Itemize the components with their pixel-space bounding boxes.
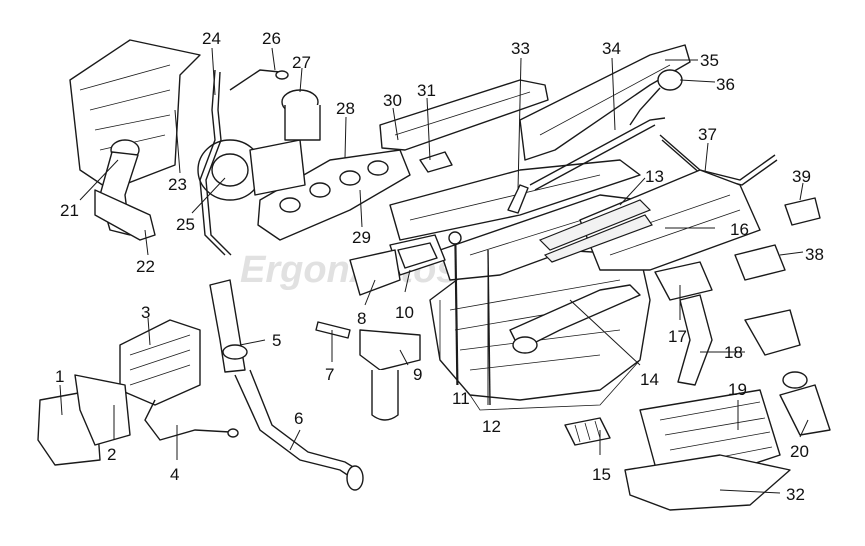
stud-11 bbox=[448, 231, 462, 386]
callout-31: 31 bbox=[417, 81, 436, 100]
gasket-10 bbox=[389, 234, 446, 276]
callout-38: 38 bbox=[805, 245, 824, 264]
exhaust-manifold-28 bbox=[257, 149, 411, 241]
pipe-5 bbox=[209, 279, 248, 373]
callout-14: 14 bbox=[640, 370, 659, 389]
callout-33: 33 bbox=[511, 39, 530, 58]
pipe-6 bbox=[234, 369, 364, 491]
hose-18 bbox=[677, 294, 713, 386]
callout-1: 1 bbox=[55, 367, 64, 386]
callout-labels: 1234567891011121314151617181920212223242… bbox=[55, 29, 824, 504]
part-17 bbox=[654, 261, 713, 301]
bolt-7 bbox=[315, 321, 351, 339]
callout-10: 10 bbox=[395, 303, 414, 322]
callout-13: 13 bbox=[645, 167, 664, 186]
callout-24: 24 bbox=[202, 29, 221, 48]
callout-6: 6 bbox=[294, 409, 303, 428]
callout-5: 5 bbox=[272, 331, 281, 350]
callout-22: 22 bbox=[136, 257, 155, 276]
heat-shield-23 bbox=[69, 39, 201, 191]
callout-8: 8 bbox=[357, 309, 366, 328]
oil-filter-9 bbox=[359, 329, 421, 421]
callout-23: 23 bbox=[168, 175, 187, 194]
fuel-rail-34 bbox=[529, 117, 666, 191]
callout-2: 2 bbox=[107, 445, 116, 464]
callout-25: 25 bbox=[176, 215, 195, 234]
callout-21: 21 bbox=[60, 201, 79, 220]
bracket-20 bbox=[779, 371, 831, 436]
pipe-24 bbox=[199, 69, 232, 256]
callout-9: 9 bbox=[413, 365, 422, 384]
callout-29: 29 bbox=[352, 228, 371, 247]
callout-16: 16 bbox=[730, 220, 749, 239]
sensor-38 bbox=[734, 244, 786, 281]
callout-28: 28 bbox=[336, 99, 355, 118]
callout-18: 18 bbox=[724, 343, 743, 362]
gasket-near-18 bbox=[744, 309, 801, 356]
callout-37: 37 bbox=[698, 125, 717, 144]
callout-4: 4 bbox=[170, 465, 179, 484]
hose-26 bbox=[229, 69, 289, 91]
wastegate-27 bbox=[281, 89, 321, 141]
callout-12: 12 bbox=[482, 417, 501, 436]
intercooler-19 bbox=[639, 389, 781, 481]
flange-8 bbox=[349, 249, 401, 296]
callout-39: 39 bbox=[792, 167, 811, 186]
part-31 bbox=[419, 151, 453, 173]
injector-33 bbox=[507, 184, 529, 214]
callout-32: 32 bbox=[786, 485, 805, 504]
callout-26: 26 bbox=[262, 29, 281, 48]
callout-7: 7 bbox=[325, 365, 334, 384]
callout-17: 17 bbox=[668, 327, 687, 346]
callout-3: 3 bbox=[141, 303, 150, 322]
callout-35: 35 bbox=[700, 51, 719, 70]
sensor-39 bbox=[784, 197, 821, 226]
callout-19: 19 bbox=[728, 380, 747, 399]
manifold-runners-13 bbox=[538, 199, 653, 263]
leader-lines bbox=[59, 47, 809, 494]
callout-34: 34 bbox=[602, 39, 621, 58]
module-3 bbox=[119, 319, 201, 406]
tray-32 bbox=[624, 454, 791, 511]
part-36 bbox=[629, 69, 683, 126]
hose-15 bbox=[564, 417, 611, 446]
callout-11: 11 bbox=[452, 389, 470, 408]
callout-15: 15 bbox=[592, 465, 611, 484]
callout-36: 36 bbox=[716, 75, 735, 94]
callout-30: 30 bbox=[383, 91, 402, 110]
intake-hose-22 bbox=[94, 189, 156, 241]
callout-27: 27 bbox=[292, 53, 311, 72]
harness-4 bbox=[144, 399, 239, 441]
bracket-2 bbox=[74, 374, 131, 446]
turbocharger-25 bbox=[197, 139, 306, 201]
callout-20: 20 bbox=[790, 442, 809, 461]
manifold-14 bbox=[509, 284, 641, 354]
